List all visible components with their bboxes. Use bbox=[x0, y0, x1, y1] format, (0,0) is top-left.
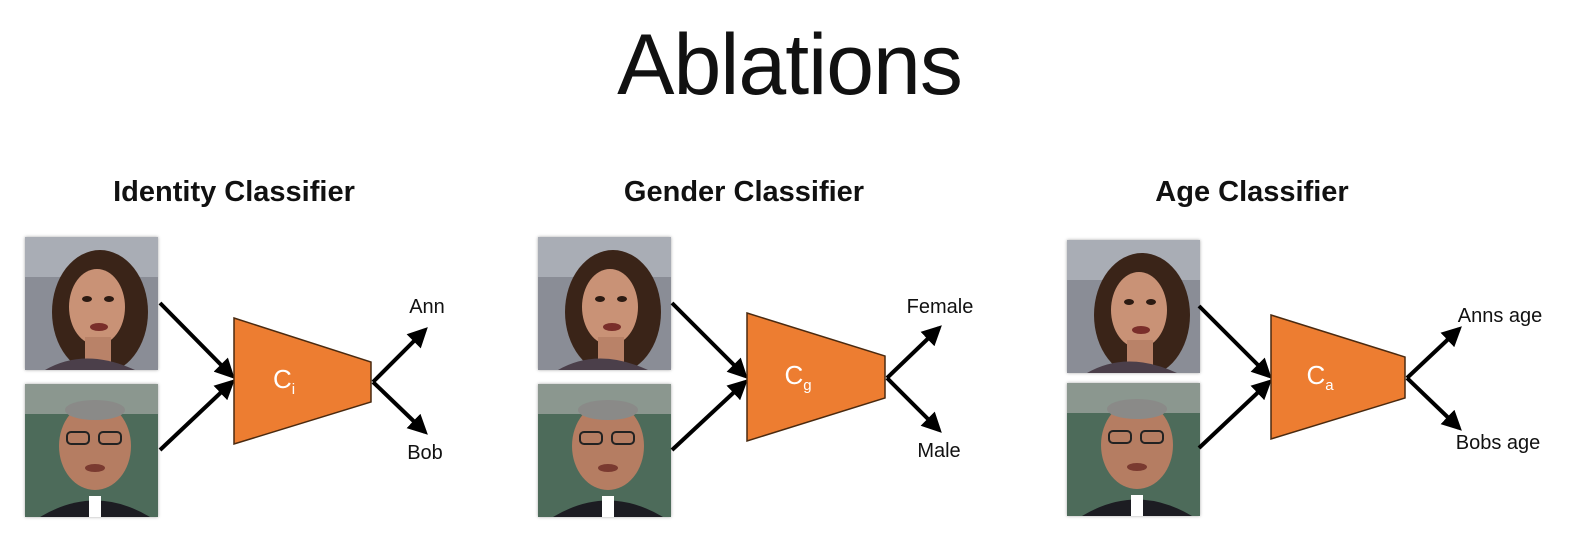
gender-classifier-label: Cg bbox=[784, 360, 812, 394]
output-arrow bbox=[885, 325, 942, 380]
gender-classifier-block bbox=[746, 311, 886, 443]
woman-face-photo bbox=[538, 237, 671, 370]
output-arrow bbox=[1405, 376, 1462, 431]
output-label-bob: Bob bbox=[407, 442, 443, 464]
output-arrow bbox=[371, 380, 428, 435]
output-label-male: Male bbox=[917, 440, 961, 462]
identity-classifier-block bbox=[233, 316, 372, 446]
age-classifier-block bbox=[1270, 313, 1406, 441]
input-arrow bbox=[670, 379, 748, 452]
identity-classifier-label: Ci bbox=[272, 364, 296, 398]
input-arrow bbox=[670, 301, 748, 379]
age-classifier-heading: Age Classifier bbox=[1155, 176, 1349, 208]
man-face-photo bbox=[1067, 383, 1200, 516]
slide-title: Ablations bbox=[617, 17, 963, 113]
output-label-female: Female bbox=[906, 296, 974, 318]
output-arrow bbox=[885, 376, 942, 433]
man-face-photo bbox=[538, 384, 671, 517]
output-arrow bbox=[371, 327, 428, 384]
input-arrow bbox=[158, 379, 235, 452]
woman-face-photo bbox=[25, 237, 158, 370]
output-arrow bbox=[1405, 326, 1462, 380]
input-arrow bbox=[158, 301, 235, 379]
input-arrow bbox=[1197, 379, 1272, 450]
input-arrow bbox=[1197, 304, 1272, 379]
identity-classifier-heading: Identity Classifier bbox=[113, 176, 355, 208]
output-label-anns-age: Anns age bbox=[1457, 305, 1543, 327]
output-label-bobs-age: Bobs age bbox=[1455, 432, 1541, 454]
gender-classifier-heading: Gender Classifier bbox=[623, 176, 865, 208]
age-classifier-label: Ca bbox=[1306, 360, 1334, 394]
woman-face-photo bbox=[1067, 240, 1200, 373]
man-face-photo bbox=[25, 384, 158, 517]
output-label-ann: Ann bbox=[409, 296, 445, 318]
